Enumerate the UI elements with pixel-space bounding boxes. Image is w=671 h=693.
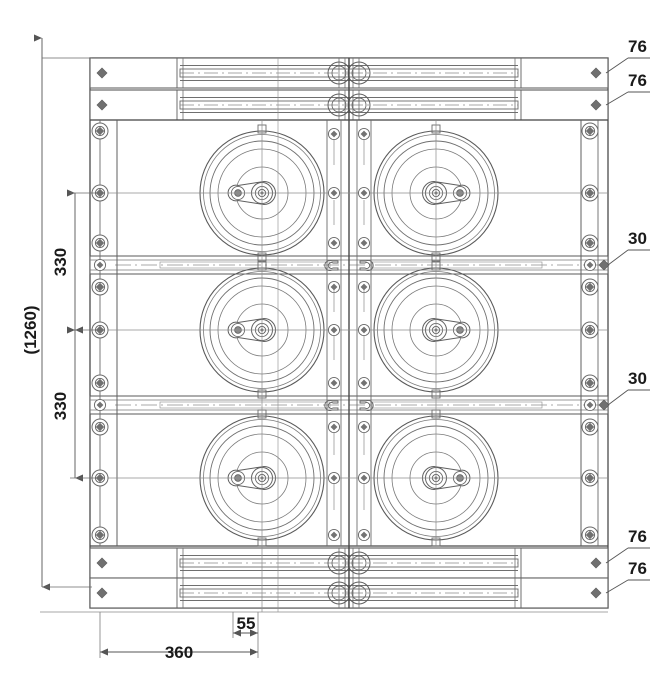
cross-beam — [89, 89, 351, 121]
callout-top-2: 76 — [605, 71, 650, 106]
callout-label-top-1: 76 — [628, 37, 647, 56]
bolt-marker — [581, 122, 599, 140]
bolt-marker — [357, 376, 371, 390]
bolt-marker — [357, 186, 371, 200]
callout-label-mid-1: 30 — [628, 229, 647, 248]
bolt-marker — [91, 374, 109, 392]
bolt-marker — [91, 234, 109, 252]
bolt-marker — [327, 471, 341, 485]
bolt-marker — [357, 236, 371, 250]
bolt-marker — [357, 528, 371, 542]
callout-top-1: 76 — [605, 37, 650, 74]
bolt-marker — [581, 469, 599, 487]
bolt-marker — [581, 184, 599, 202]
bolt-marker — [327, 236, 341, 250]
bolt-marker-group-center — [327, 127, 371, 542]
bolt-marker — [357, 323, 371, 337]
bolt-marker — [327, 420, 341, 434]
dimension-pitch-lower: 330 — [51, 326, 104, 482]
bolt-marker — [327, 186, 341, 200]
bolt-marker — [357, 420, 371, 434]
bolt-marker — [581, 234, 599, 252]
dimension-label-pitch-lower: 330 — [51, 392, 70, 420]
callout-mid-1: 30 — [607, 229, 650, 266]
vertical-column-center — [326, 58, 372, 608]
cross-beam — [89, 577, 351, 609]
bolt-marker — [581, 526, 599, 544]
dimension-horizontal-offset: 55 — [232, 612, 258, 638]
bolt-marker — [581, 374, 599, 392]
callout-bottom-1: 76 — [605, 527, 650, 564]
bolt-marker — [583, 398, 597, 412]
bolt-marker — [357, 471, 371, 485]
dimension-label-overall-height: (1260) — [21, 305, 40, 354]
bolt-marker — [91, 278, 109, 296]
cross-beam — [89, 57, 351, 89]
bolt-marker — [327, 323, 341, 337]
cross-beam — [347, 57, 609, 89]
dimension-label-horizontal-main: 360 — [165, 643, 193, 662]
bolt-marker — [91, 526, 109, 544]
bolt-marker — [327, 376, 341, 390]
bolt-marker — [93, 398, 107, 412]
bolt-marker — [583, 258, 597, 272]
dimension-pitch-upper: 330 — [51, 189, 104, 334]
cross-beam — [347, 577, 609, 609]
cross-beam — [347, 89, 609, 121]
callout-label-bottom-2: 76 — [628, 559, 647, 578]
dimension-overall-height: (1260) — [21, 34, 92, 591]
bolt-marker — [327, 528, 341, 542]
cross-beam — [89, 547, 351, 579]
bolt-marker — [91, 418, 109, 436]
dimension-label-horizontal-offset: 55 — [237, 614, 256, 633]
bolt-marker — [581, 278, 599, 296]
bolt-marker — [91, 122, 109, 140]
bolt-marker — [581, 321, 599, 339]
callout-mid-2: 30 — [607, 369, 650, 406]
callout-bottom-2: 76 — [605, 559, 650, 594]
cross-beam — [347, 547, 609, 579]
centerlines — [90, 58, 608, 612]
dimension-label-pitch-upper: 330 — [51, 248, 70, 276]
callout-label-top-2: 76 — [628, 71, 647, 90]
bolt-marker — [357, 127, 371, 141]
dimension-horizontal-main: 360 — [99, 612, 259, 662]
callout-label-bottom-1: 76 — [628, 527, 647, 546]
bolt-marker — [327, 127, 341, 141]
bolt-marker — [581, 418, 599, 436]
bolt-marker — [93, 258, 107, 272]
callout-label-mid-2: 30 — [628, 369, 647, 388]
